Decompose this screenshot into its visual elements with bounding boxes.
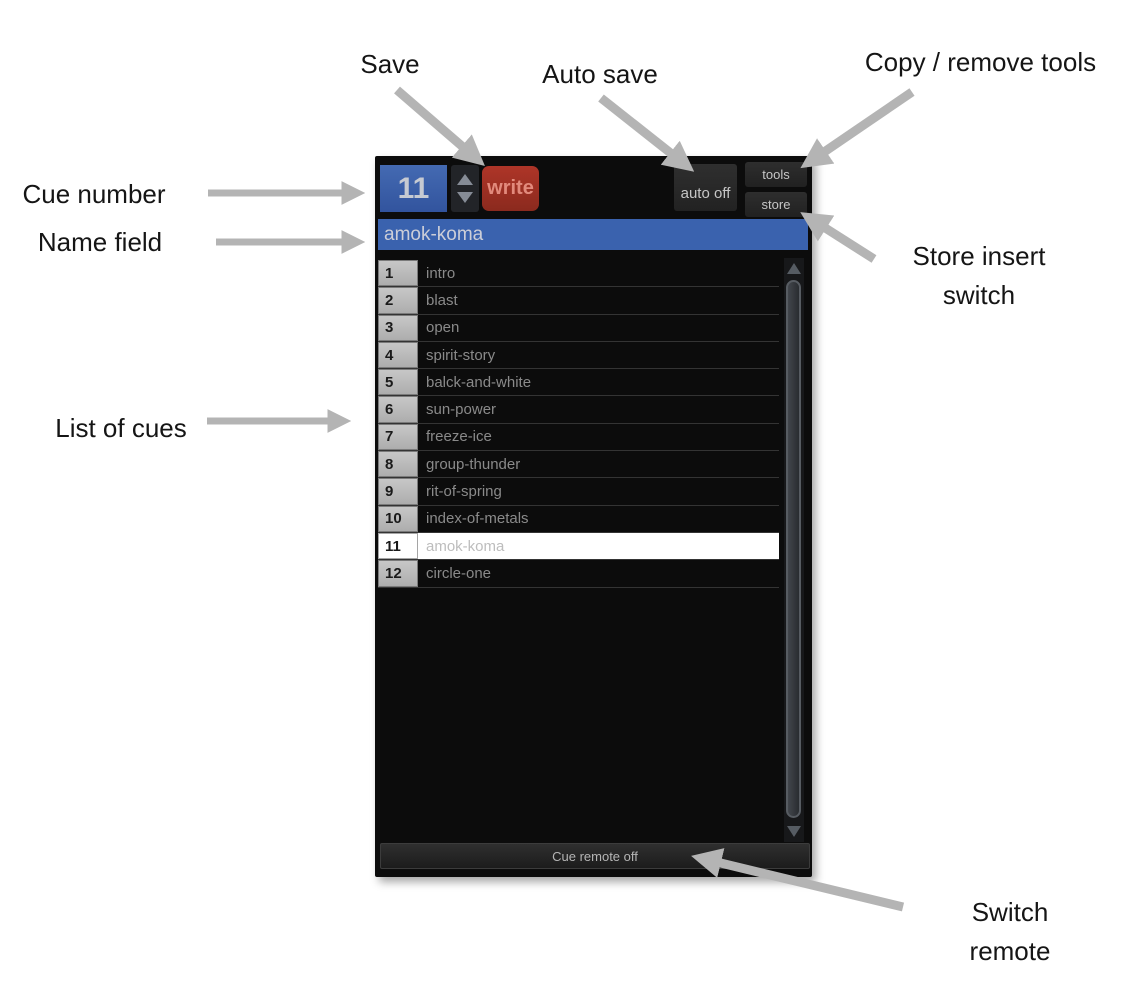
arrow-store-insert (800, 212, 877, 263)
annotation-list-of-cues: List of cues (55, 413, 187, 443)
cue-row[interactable]: 4 spirit-story (378, 341, 779, 370)
cue-row-name: balck-and-white (426, 373, 532, 391)
cue-list-scrollbar[interactable] (784, 258, 804, 842)
cue-name-field[interactable]: amok-koma (378, 219, 808, 250)
annotation-switch-remote: Switch remote (969, 897, 1051, 966)
annotation-cue-number: Cue number (22, 179, 166, 209)
cue-panel: 11 write auto off tools store amok-koma … (375, 156, 812, 877)
annotation-copy-remove-tools: Copy / remove tools (864, 47, 1097, 77)
annotation-auto-save: Auto save (542, 59, 658, 89)
cue-row-number: 5 (378, 369, 418, 396)
cue-row-number: 12 (378, 560, 418, 587)
cue-row[interactable]: 8 group-thunder (378, 451, 779, 479)
cue-row-name: sun-power (426, 401, 497, 419)
step-down-icon[interactable] (457, 192, 473, 203)
cue-row-number: 3 (378, 314, 418, 341)
cue-remote-switch[interactable]: Cue remote off (380, 843, 810, 869)
cue-row-name: blast (426, 291, 458, 309)
cue-row[interactable]: 2 blast (378, 287, 779, 315)
cue-row-name: open (426, 319, 460, 337)
cue-row-number: 4 (378, 341, 418, 369)
cue-row-number: 9 (378, 478, 418, 505)
cue-row[interactable]: 7 freeze-ice (378, 423, 779, 452)
scroll-up-icon[interactable] (787, 263, 801, 274)
cue-row-number: 2 (378, 287, 418, 314)
arrow-save (394, 86, 485, 167)
cue-row[interactable]: 11 amok-koma (378, 532, 779, 561)
cue-row-name: circle-one (426, 564, 492, 582)
scrollbar-thumb[interactable] (786, 280, 801, 818)
cue-row[interactable]: 5 balck-and-white (378, 369, 779, 397)
annotation-save: Save (360, 49, 420, 79)
cue-row-name: spirit-story (426, 346, 496, 364)
cue-row[interactable]: 9 rit-of-spring (378, 478, 779, 506)
annotation-name-field: Name field (37, 227, 163, 257)
step-up-icon[interactable] (457, 174, 473, 185)
cue-row-number: 10 (378, 505, 418, 532)
cue-row-name: intro (426, 264, 456, 282)
cue-row-name: index-of-metals (426, 510, 529, 528)
cue-row[interactable]: 6 sun-power (378, 396, 779, 424)
auto-save-toggle[interactable]: auto off (674, 164, 737, 211)
cue-row-name: amok-koma (426, 537, 505, 555)
cue-row-name: group-thunder (426, 455, 521, 473)
cue-row-number: 6 (378, 396, 418, 423)
cue-row[interactable]: 10 index-of-metals (378, 505, 779, 533)
cue-row[interactable]: 1 intro (378, 260, 779, 288)
cue-row-number: 11 (378, 532, 418, 560)
store-insert-switch[interactable]: store (745, 192, 807, 217)
cue-row-name: freeze-ice (426, 428, 492, 446)
cue-list: 1 intro 2 blast 3 open 4 spirit-story 5 … (378, 260, 779, 588)
cue-number-display[interactable]: 11 (380, 165, 447, 212)
cue-row-number: 7 (378, 423, 418, 451)
annotation-store-insert-switch: Store insert switch (912, 241, 1046, 310)
scroll-down-icon[interactable] (787, 826, 801, 837)
cue-row-number: 8 (378, 451, 418, 478)
cue-number-stepper[interactable] (451, 165, 479, 212)
cue-row-name: rit-of-spring (426, 483, 502, 501)
cue-row[interactable]: 12 circle-one (378, 560, 779, 588)
cue-row[interactable]: 3 open (378, 314, 779, 342)
cue-row-number: 1 (378, 260, 418, 287)
arrow-copy-remove-tools (800, 88, 915, 169)
write-button[interactable]: write (482, 166, 539, 211)
tools-button[interactable]: tools (745, 162, 807, 187)
